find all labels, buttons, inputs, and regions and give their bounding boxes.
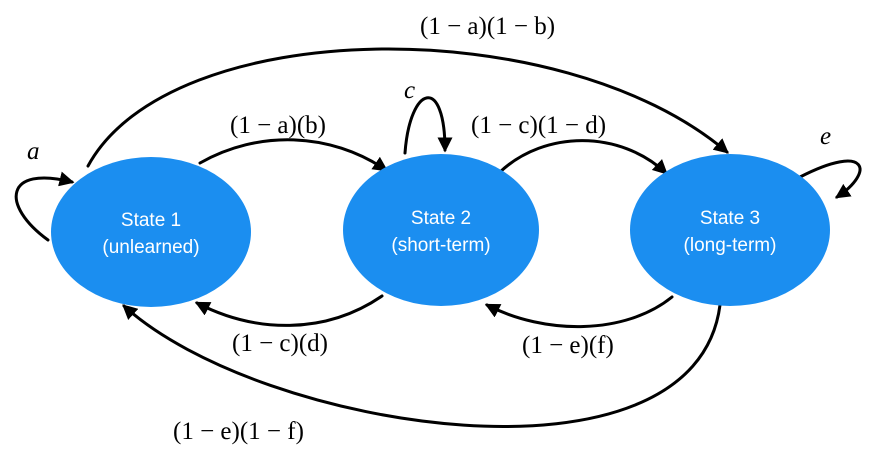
edge-s1-to-s2 bbox=[198, 138, 389, 172]
state-3-name: State 3 bbox=[700, 208, 760, 229]
state-node-3: State 3 (long-term) bbox=[630, 154, 830, 306]
label-s2-to-s3: (1 − c)(1 − d) bbox=[471, 112, 606, 139]
edge-s3-self-loop bbox=[798, 159, 862, 199]
state-2-subtitle: (short-term) bbox=[391, 235, 490, 256]
state-node-1: State 1 (unlearned) bbox=[51, 157, 251, 307]
label-s1-self-loop: a bbox=[27, 138, 40, 165]
state-1-subtitle: (unlearned) bbox=[102, 237, 199, 258]
state-2-name: State 2 bbox=[411, 208, 471, 229]
label-s1-to-s3: (1 − a)(1 − b) bbox=[420, 13, 555, 40]
label-s3-self-loop: e bbox=[820, 123, 831, 150]
label-s1-to-s2: (1 − a)(b) bbox=[230, 112, 326, 139]
edge-s2-to-s1 bbox=[194, 294, 384, 327]
edge-s1-to-s3 bbox=[86, 47, 729, 168]
edge-s1-self-loop bbox=[14, 171, 75, 242]
state-3-subtitle: (long-term) bbox=[684, 235, 777, 256]
label-s2-self-loop: c bbox=[404, 77, 415, 104]
edge-s3-to-s1 bbox=[122, 303, 722, 428]
label-s2-to-s1: (1 − c)(d) bbox=[232, 330, 328, 357]
label-s3-to-s1: (1 − e)(1 − f) bbox=[173, 418, 304, 445]
edge-s2-self-loop bbox=[403, 96, 453, 155]
state-node-2: State 2 (short-term) bbox=[343, 154, 539, 306]
edge-s3-to-s2 bbox=[484, 295, 674, 329]
label-s3-to-s2: (1 − e)(f) bbox=[522, 332, 614, 359]
state-1-name: State 1 bbox=[121, 210, 181, 231]
edge-s2-to-s3 bbox=[498, 139, 668, 175]
